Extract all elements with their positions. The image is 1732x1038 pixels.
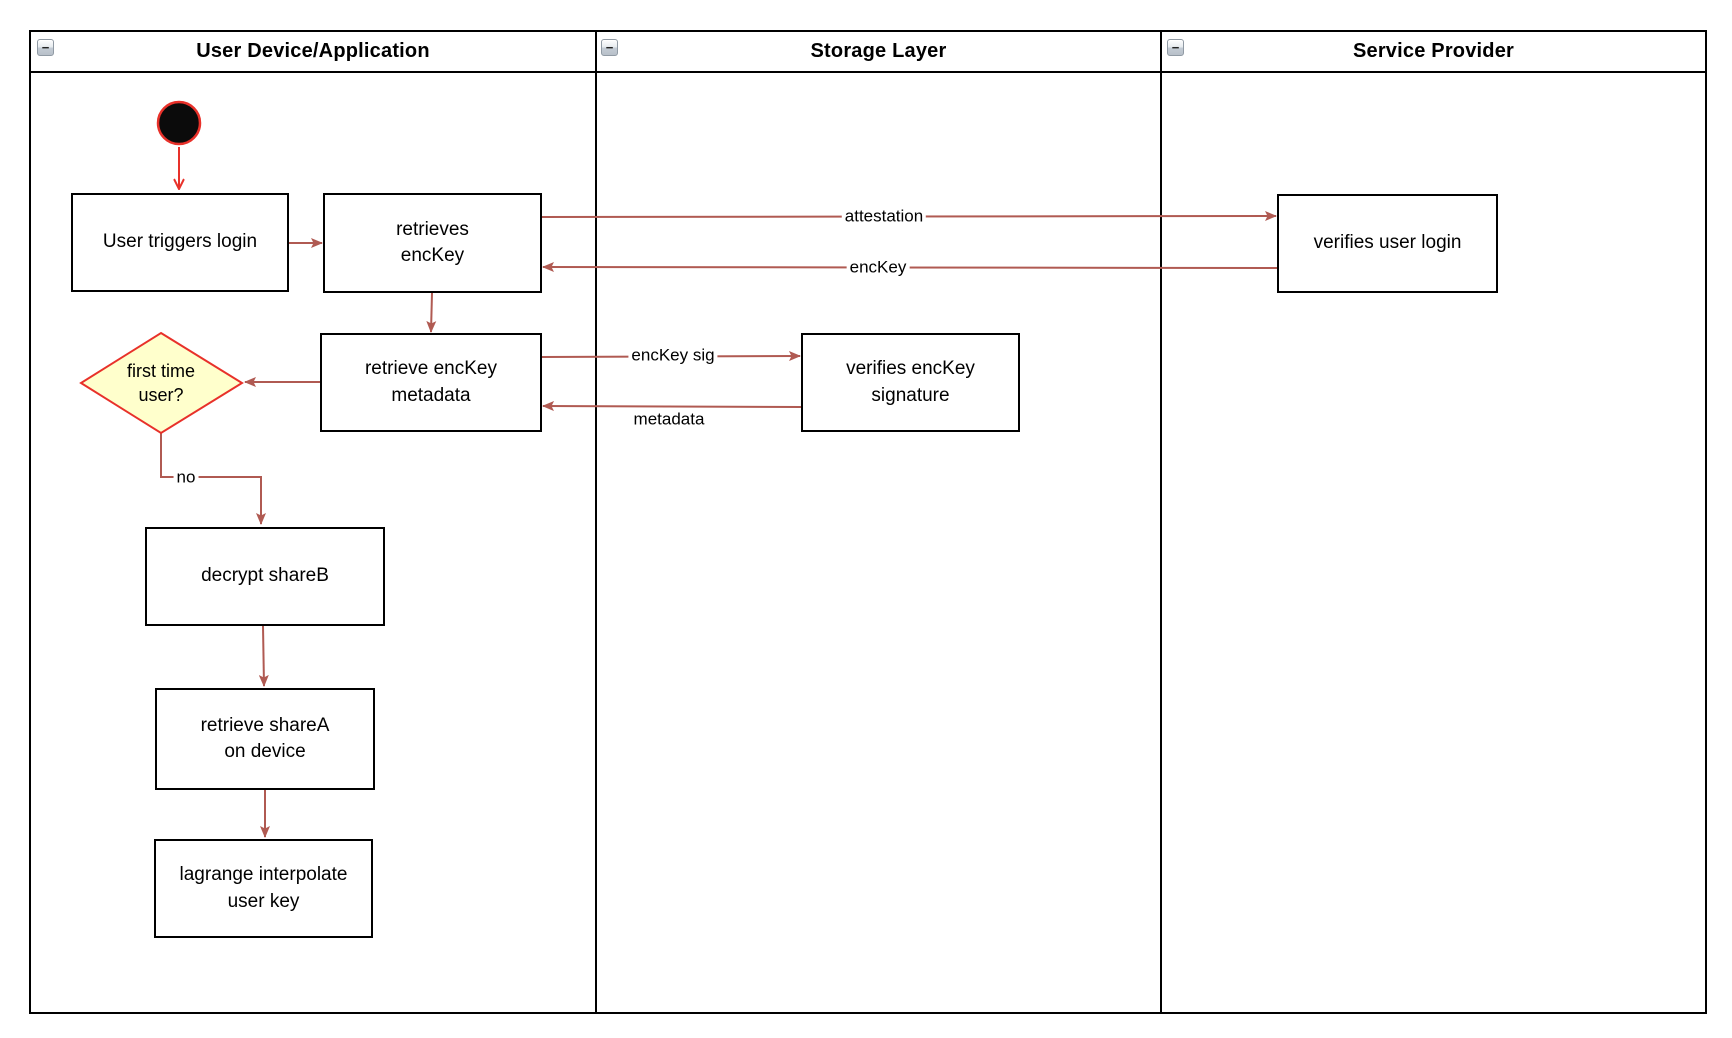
lane-title-user-device: User Device/Application <box>196 40 430 62</box>
edge-label-no: no <box>173 468 199 488</box>
action-verifies-user-login[interactable]: verifies user login <box>1277 194 1498 293</box>
edge-label-attestation: attestation <box>841 207 927 227</box>
action-lagrange-interpolate[interactable]: lagrange interpolate user key <box>154 839 373 938</box>
action-decrypt-shareb[interactable]: decrypt shareB <box>145 527 385 626</box>
action-retrieve-sharea-on-device[interactable]: retrieve shareA on device <box>155 688 375 790</box>
edge-label-enckey: encKey <box>846 258 910 278</box>
action-verifies-enckey-signature[interactable]: verifies encKey signature <box>801 333 1020 432</box>
lane-title-service-provider: Service Provider <box>1352 40 1515 62</box>
lane-divider-1 <box>595 30 597 1014</box>
collapse-icon[interactable]: − <box>601 39 618 56</box>
swimlane-header-row <box>29 30 1707 73</box>
action-retrieve-enckey-metadata[interactable]: retrieve encKey metadata <box>320 333 542 432</box>
lane-divider-2 <box>1160 30 1162 1014</box>
lane-title-storage-layer: Storage Layer <box>810 40 947 62</box>
action-retrieves-enckey[interactable]: retrieves encKey <box>323 193 542 293</box>
edge-label-metadata: metadata <box>630 410 708 430</box>
action-user-triggers-login[interactable]: User triggers login <box>71 193 289 292</box>
edge-label-enckey-sig: encKey sig <box>628 346 718 366</box>
collapse-icon[interactable]: − <box>1167 39 1184 56</box>
collapse-icon[interactable]: − <box>37 39 54 56</box>
decision-label: first time user? <box>126 360 195 405</box>
